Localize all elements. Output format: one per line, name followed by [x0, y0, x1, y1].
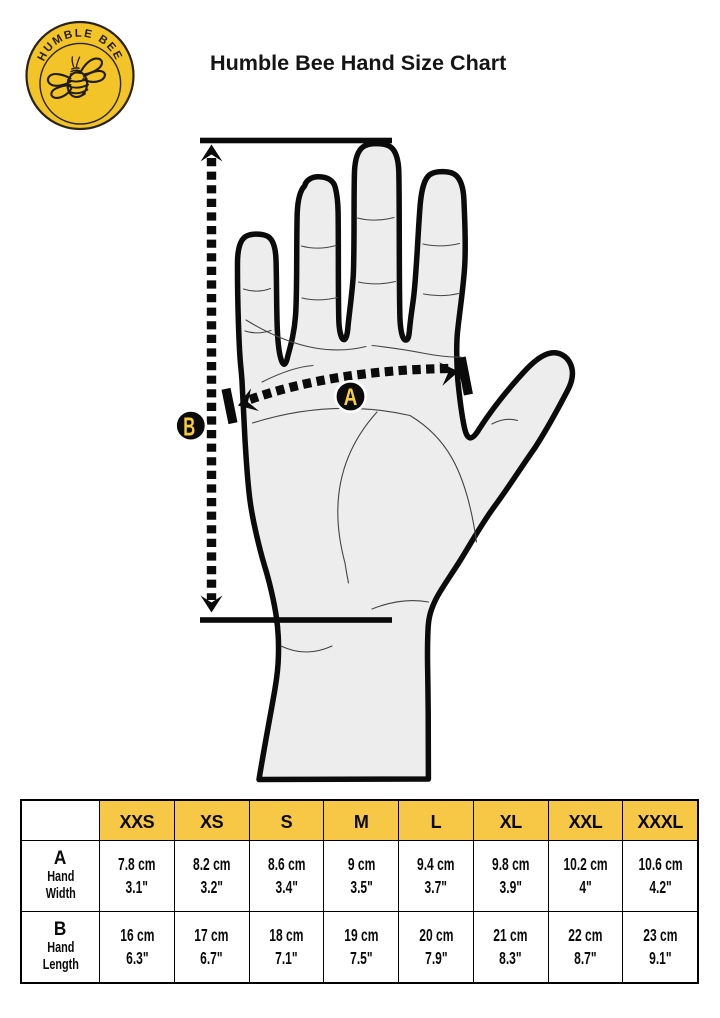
- svg-text:B: B: [183, 412, 195, 442]
- svg-text:A: A: [344, 383, 358, 411]
